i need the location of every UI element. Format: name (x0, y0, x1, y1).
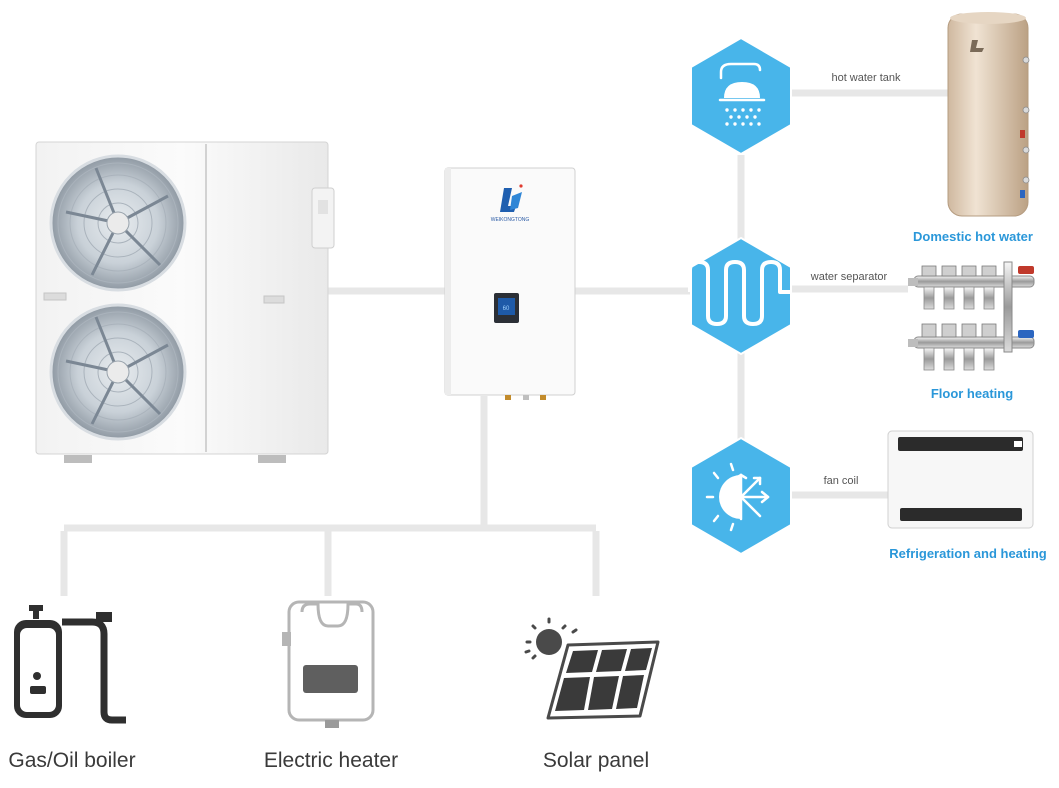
caption-refrigeration-and-heating: Refrigeration and heating (889, 546, 1047, 561)
wave-coil-icon (688, 260, 792, 326)
svg-text:60: 60 (503, 306, 510, 312)
label-electric-heater: Electric heater (264, 749, 398, 772)
label-solar-panel: Solar panel (543, 749, 649, 772)
hot-water-tank (947, 12, 1030, 217)
pipe-label-hot-water-tank: hot water tank (831, 72, 901, 84)
floor-heating-manifold (908, 261, 1035, 371)
sun-snowflake-icon (705, 462, 770, 532)
indoor-controller-unit: WEIKONGTONG 60 (444, 167, 576, 400)
label-gas-oil-boiler: Gas/Oil boiler (8, 749, 135, 772)
hexagon-floor (688, 236, 792, 356)
solar-panel-icon (524, 617, 660, 720)
hexagon-fan (690, 436, 792, 556)
brand-logo: WEIKONGTONG (491, 184, 530, 223)
hexagon-hot-water (690, 36, 792, 156)
caption-floor-heating: Floor heating (931, 386, 1013, 401)
brand-logo-text: WEIKONGTONG (491, 217, 530, 223)
outdoor-heat-pump-unit (35, 141, 335, 463)
sun-icon (524, 617, 578, 660)
lower-fan (49, 303, 187, 441)
boiler-icon (14, 605, 126, 724)
caption-domestic-hot-water: Domestic hot water (913, 229, 1033, 244)
fan-coil-unit (887, 430, 1034, 529)
electric-heater-icon (282, 600, 375, 728)
pipe-label-water-separator: water separator (810, 271, 888, 283)
shower-icon (718, 62, 766, 126)
pipe-label-fan-coil: fan coil (824, 475, 859, 487)
upper-fan (49, 154, 187, 292)
